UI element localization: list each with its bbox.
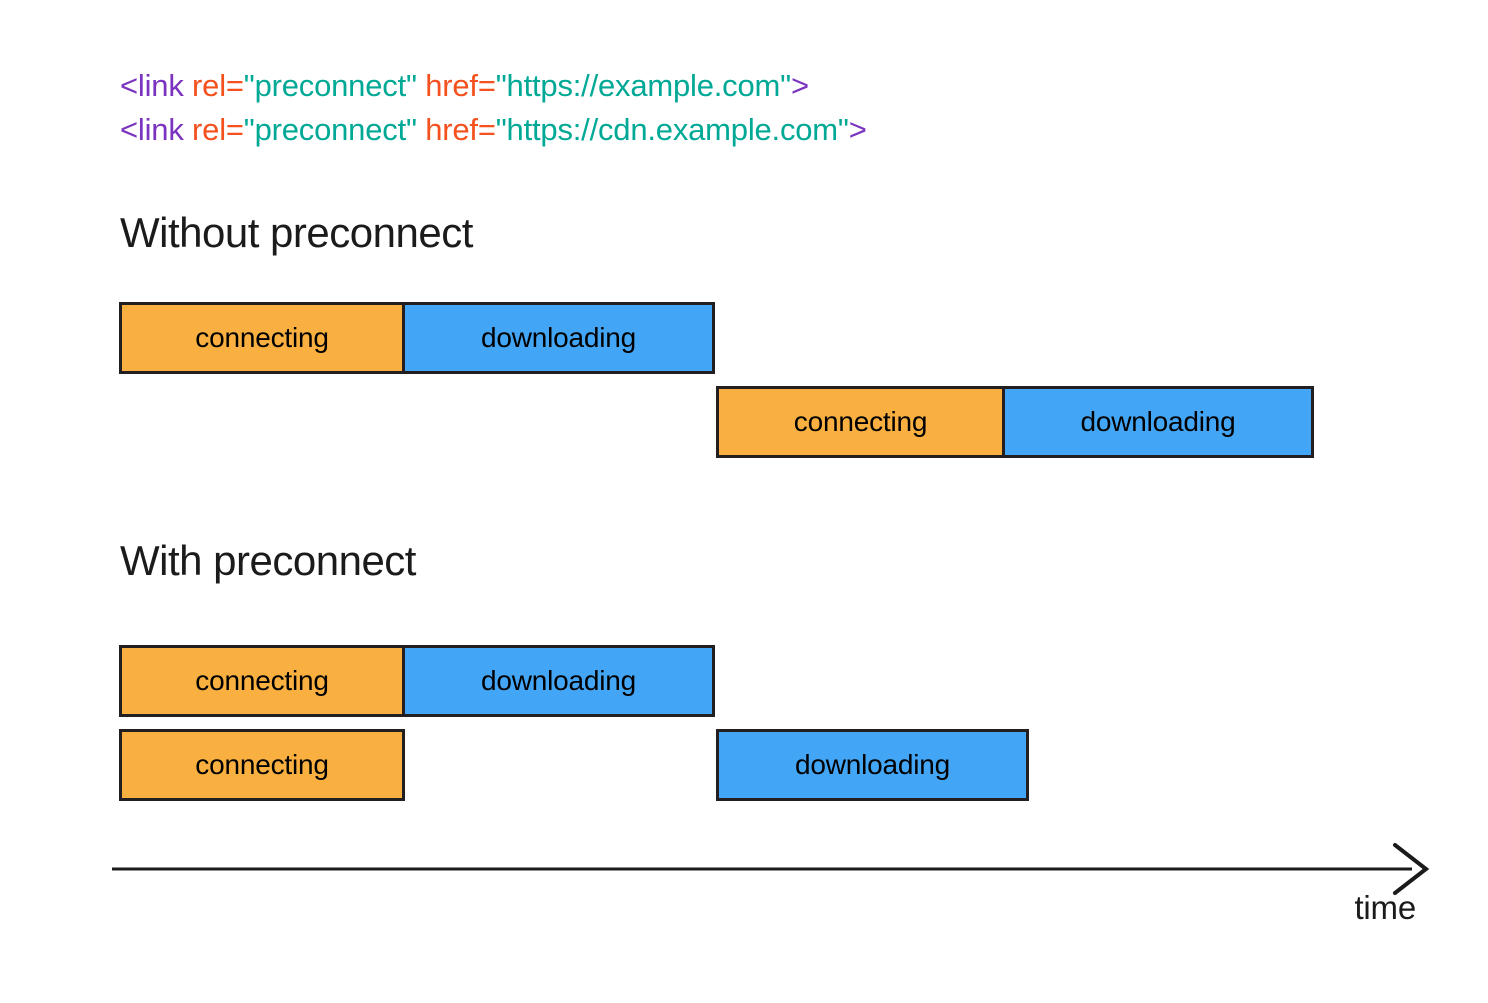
bar-with-request2-downloading: downloading [716, 729, 1029, 801]
section-heading-with-preconnect: With preconnect [120, 537, 416, 584]
code-line-2: <link rel="preconnect" href="https://cdn… [120, 108, 867, 152]
code-attribute-href: href= [416, 68, 496, 103]
code-attribute-rel: rel= [183, 68, 244, 103]
code-value-rel: "preconnect" [243, 112, 417, 147]
code-value-href: "https://cdn.example.com" [495, 112, 849, 147]
code-line-1: <link rel="preconnect" href="https://exa… [120, 64, 867, 108]
bar-with-request1-downloading: downloading [402, 645, 715, 717]
bar-without-request2-connecting: connecting [716, 386, 1005, 458]
bar-with-request2-connecting: connecting [119, 729, 405, 801]
bar-without-request2-downloading: downloading [1002, 386, 1314, 458]
code-attribute-href: href= [416, 112, 496, 147]
code-tag-open: <link [120, 112, 184, 147]
code-value-rel: "preconnect" [243, 68, 417, 103]
code-value-href: "https://example.com" [495, 68, 791, 103]
code-snippet: <link rel="preconnect" href="https://exa… [120, 64, 867, 152]
bar-without-request1-connecting: connecting [119, 302, 405, 374]
code-tag-close: > [790, 68, 809, 103]
bar-without-request1-downloading: downloading [402, 302, 715, 374]
code-tag-open: <link [120, 68, 184, 103]
time-axis-label: time [1354, 889, 1416, 926]
bar-with-request1-connecting: connecting [119, 645, 405, 717]
code-tag-close: > [848, 112, 867, 147]
section-heading-without-preconnect: Without preconnect [120, 209, 473, 256]
time-axis-arrow [112, 843, 1430, 895]
code-attribute-rel: rel= [183, 112, 244, 147]
